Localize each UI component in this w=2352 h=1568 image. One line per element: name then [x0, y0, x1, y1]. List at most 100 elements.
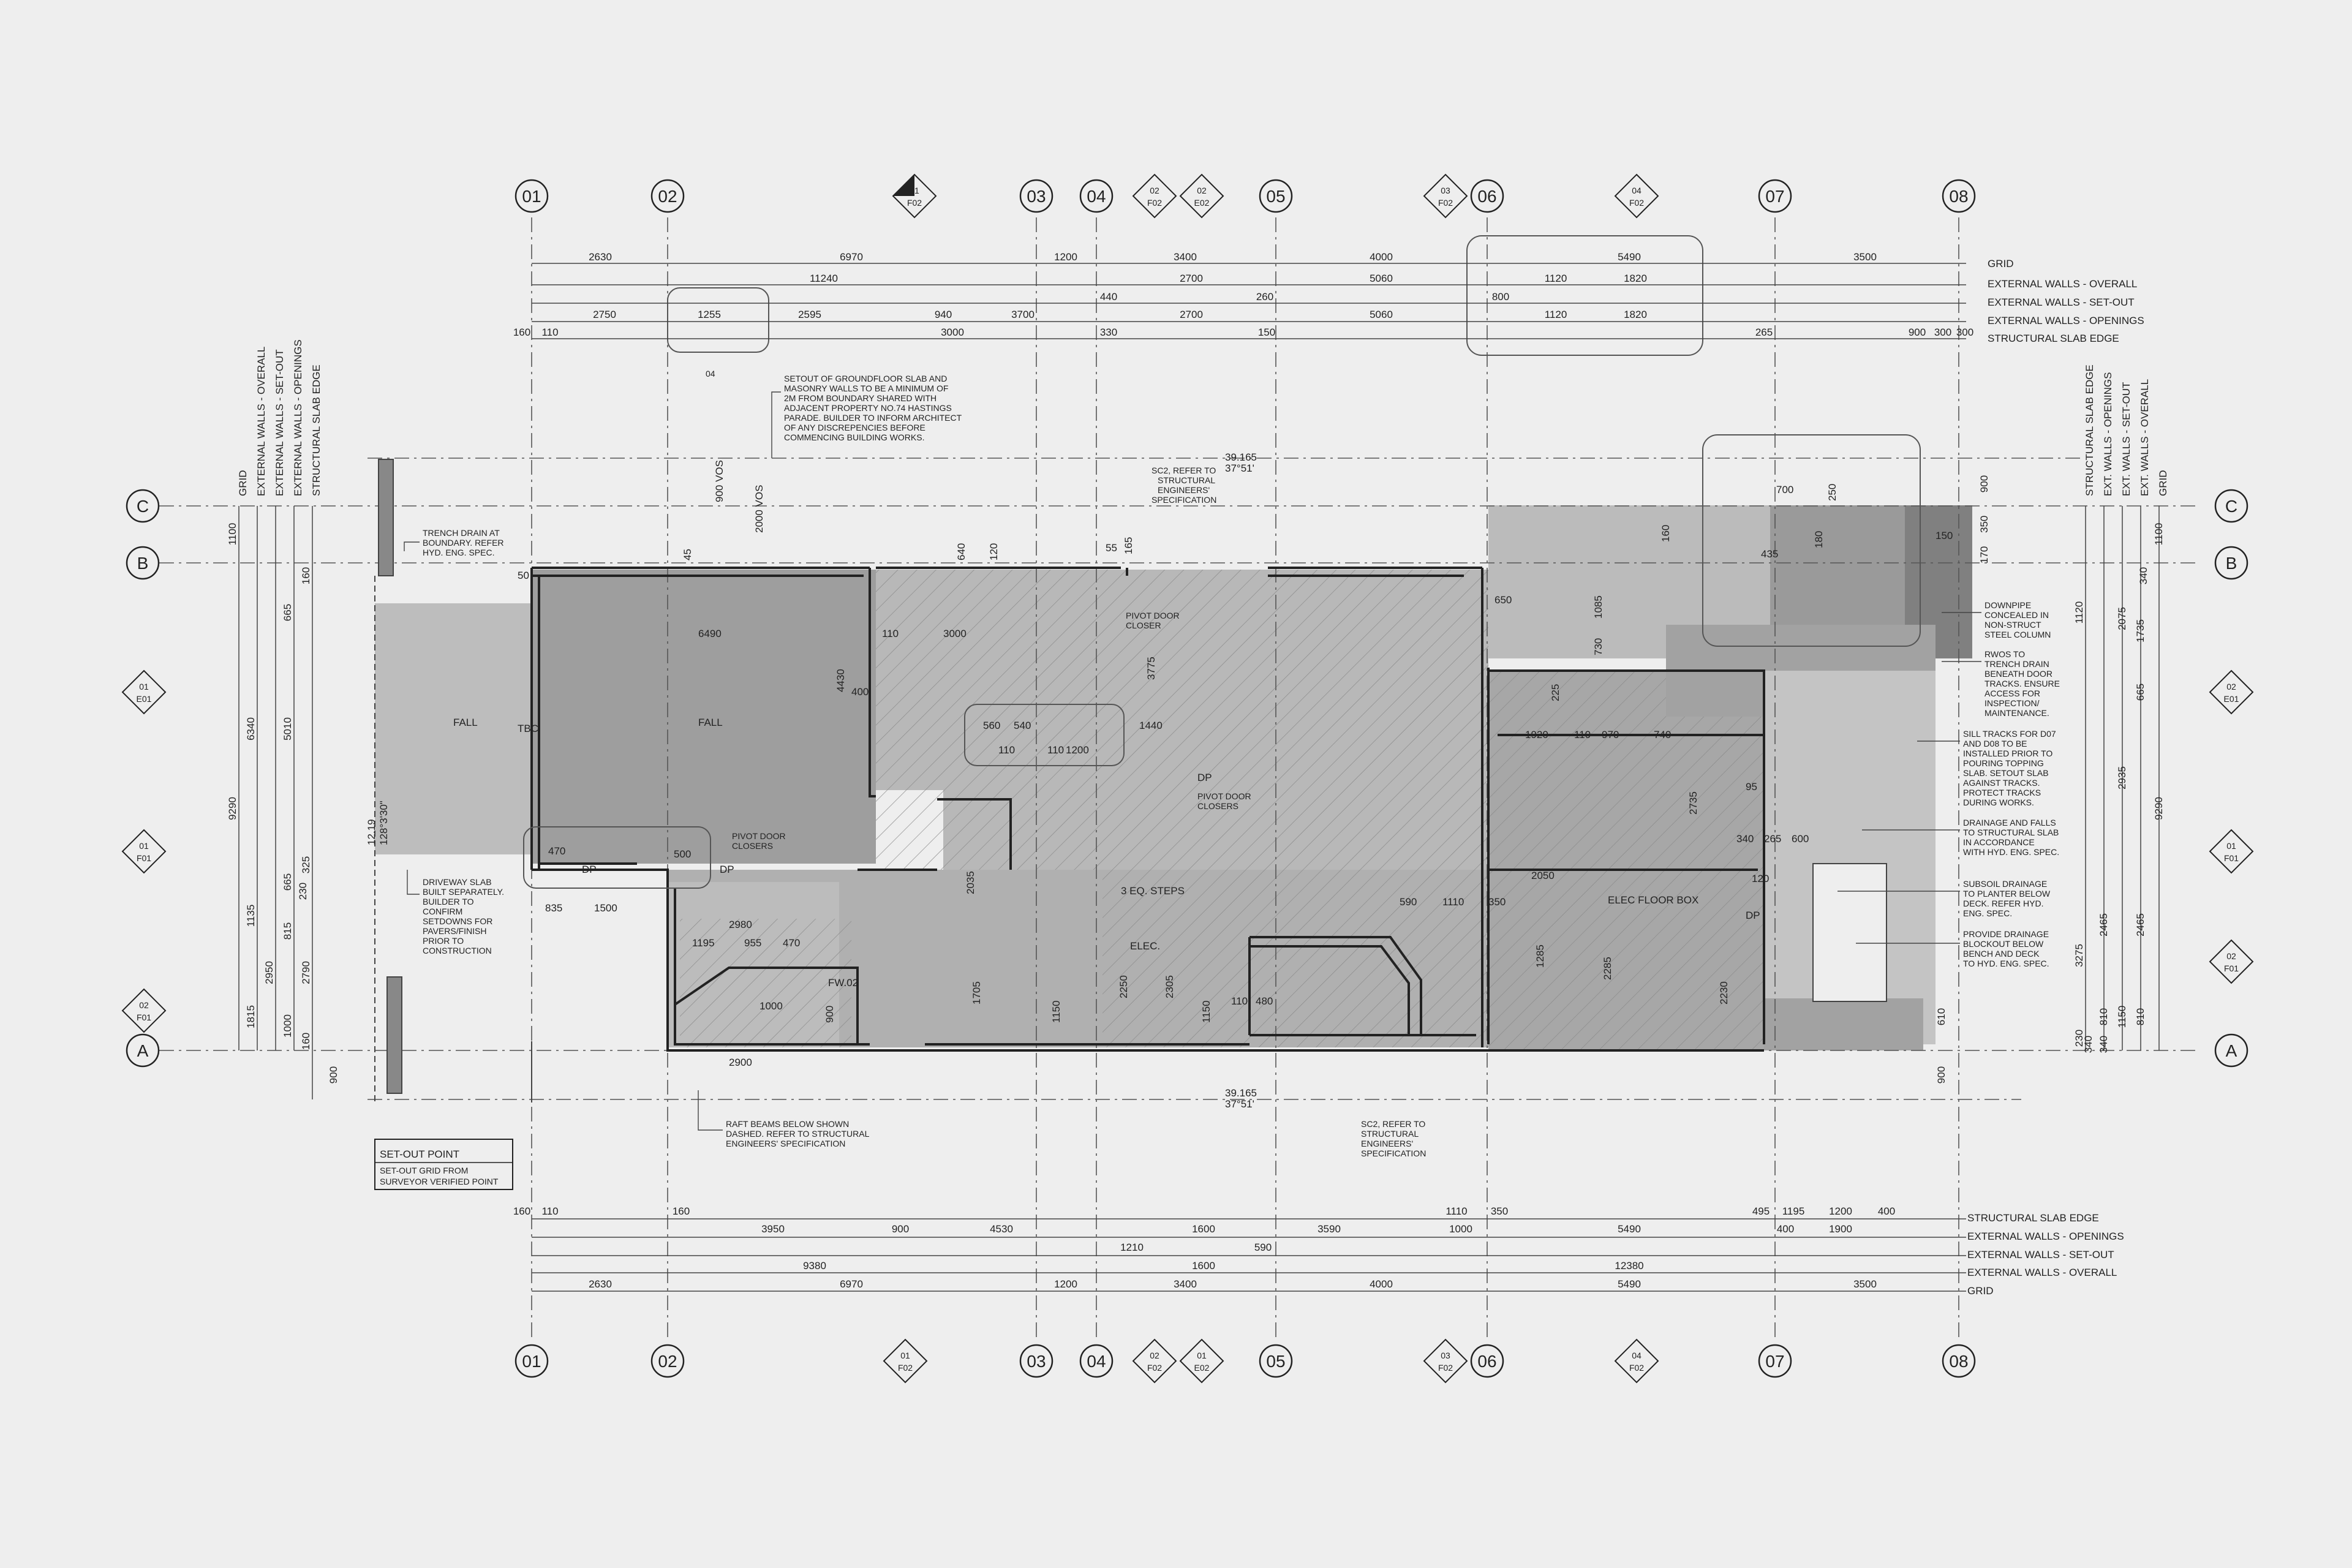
bottom-dimension-labels: STRUCTURAL SLAB EDGE EXTERNAL WALLS - OP…	[1967, 1212, 2124, 1297]
svg-text:02: 02	[1150, 1351, 1159, 1360]
svg-text:ENGINEERS': ENGINEERS'	[1158, 485, 1210, 495]
svg-text:ENGINEERS' SPECIFICATION: ENGINEERS' SPECIFICATION	[726, 1139, 845, 1148]
revision-clouds	[523, 235, 1921, 889]
svg-text:SPECIFICATION: SPECIFICATION	[1152, 495, 1216, 505]
svg-text:NON-STRUCT: NON-STRUCT	[1985, 620, 2041, 630]
svg-text:120: 120	[988, 543, 1000, 560]
svg-text:06: 06	[1477, 1352, 1496, 1371]
svg-text:F01: F01	[2224, 963, 2239, 973]
svg-text:55: 55	[1106, 542, 1117, 554]
svg-text:110: 110	[882, 628, 899, 639]
svg-text:700: 700	[1776, 484, 1793, 496]
svg-text:SLAB. SETOUT SLAB: SLAB. SETOUT SLAB	[1963, 768, 2049, 778]
svg-text:ENGINEERS': ENGINEERS'	[1361, 1139, 1413, 1148]
svg-text:2630: 2630	[589, 1278, 612, 1290]
svg-text:A: A	[2226, 1041, 2237, 1060]
svg-text:E01: E01	[2224, 694, 2239, 704]
svg-text:665: 665	[282, 604, 293, 621]
grid-bubbles: 01 02 03 04 05 06 07 08 01 02 03 04 05 0…	[126, 179, 2248, 1378]
svg-text:900: 900	[892, 1223, 909, 1235]
svg-text:01: 01	[522, 1352, 541, 1371]
svg-text:225: 225	[1550, 684, 1561, 701]
svg-text:2075: 2075	[2116, 607, 2128, 630]
svg-text:BOUNDARY. REFER: BOUNDARY. REFER	[423, 538, 504, 548]
svg-text:610: 610	[1936, 1008, 1947, 1025]
svg-text:SUBSOIL DRAINAGE: SUBSOIL DRAINAGE	[1963, 879, 2047, 889]
svg-text:12.19: 12.19	[366, 819, 377, 845]
svg-text:39.165: 39.165	[1225, 451, 1257, 463]
svg-text:9380: 9380	[803, 1260, 826, 1272]
svg-text:01: 01	[139, 841, 149, 851]
svg-text:37°51': 37°51'	[1225, 462, 1254, 474]
svg-text:180: 180	[1813, 531, 1825, 548]
svg-text:03: 03	[1441, 186, 1450, 195]
svg-text:730: 730	[1593, 638, 1604, 655]
svg-text:160: 160	[300, 567, 312, 584]
right-dimension-labels: STRUCTURAL SLAB EDGE EXT. WALLS - OPENIN…	[2084, 364, 2169, 496]
note-setout-slab: SETOUT OF GROUNDFLOOR SLAB AND MASONRY W…	[784, 374, 962, 442]
svg-text:A: A	[137, 1041, 149, 1060]
svg-text:03: 03	[1441, 1351, 1450, 1360]
svg-text:350: 350	[1978, 516, 1990, 533]
svg-text:5010: 5010	[282, 717, 293, 741]
svg-text:2465: 2465	[2098, 913, 2109, 937]
note-sc2-top: SC2, REFER TO STRUCTURAL ENGINEERS' SPEC…	[1152, 466, 1216, 505]
note-rwos: RWOS TO TRENCH DRAIN BENEATH DOOR TRACKS…	[1985, 649, 2060, 718]
svg-text:1920: 1920	[1525, 729, 1548, 741]
svg-text:2230: 2230	[1718, 981, 1730, 1005]
svg-text:1440: 1440	[1139, 720, 1163, 731]
svg-text:BLOCKOUT BELOW: BLOCKOUT BELOW	[1963, 939, 2044, 949]
svg-text:1200: 1200	[1829, 1205, 1852, 1217]
svg-text:STRUCTURAL SLAB EDGE: STRUCTURAL SLAB EDGE	[2084, 364, 2095, 496]
svg-text:2700: 2700	[1180, 309, 1203, 320]
svg-text:DP: DP	[1746, 910, 1760, 921]
svg-text:3000: 3000	[941, 326, 964, 338]
svg-text:C: C	[137, 497, 149, 516]
svg-text:04: 04	[706, 369, 715, 379]
svg-text:SILL TRACKS FOR D07: SILL TRACKS FOR D07	[1963, 729, 2056, 739]
svg-text:2285: 2285	[1602, 957, 1613, 980]
svg-text:PARADE. BUILDER TO INFORM ARCH: PARADE. BUILDER TO INFORM ARCHITECT	[784, 413, 962, 423]
note-pivot-door-closers-1: PIVOT DOOR CLOSERS	[1197, 791, 1251, 811]
svg-text:940: 940	[935, 309, 952, 320]
svg-text:150: 150	[1258, 326, 1275, 338]
svg-text:1255: 1255	[698, 309, 721, 320]
svg-text:2000 VOS: 2000 VOS	[753, 485, 765, 533]
svg-text:4430: 4430	[835, 669, 846, 692]
svg-text:STRUCTURAL SLAB EDGE: STRUCTURAL SLAB EDGE	[1967, 1212, 2099, 1224]
svg-text:300: 300	[1956, 326, 1973, 338]
svg-text:1705: 1705	[971, 981, 982, 1005]
note-raft-beams: RAFT BEAMS BELOW SHOWN DASHED. REFER TO …	[726, 1119, 870, 1148]
svg-text:2630: 2630	[589, 251, 612, 263]
svg-text:265: 265	[1755, 326, 1773, 338]
svg-text:1600: 1600	[1192, 1223, 1215, 1235]
svg-text:2935: 2935	[2116, 766, 2128, 790]
svg-text:325: 325	[300, 856, 312, 873]
svg-text:PROTECT TRACKS: PROTECT TRACKS	[1963, 788, 2041, 797]
svg-text:08: 08	[1949, 1352, 1968, 1371]
svg-text:1110: 1110	[1442, 896, 1464, 908]
svg-text:480: 480	[1256, 995, 1273, 1007]
plan-annotations: 39.165 37°51' 39.165 37°51' 12.19 128°3'…	[366, 369, 1760, 1110]
svg-text:495: 495	[1752, 1205, 1770, 1217]
svg-text:INSPECTION/: INSPECTION/	[1985, 698, 2040, 708]
svg-text:1735: 1735	[2135, 619, 2146, 643]
svg-text:DOWNPIPE: DOWNPIPE	[1985, 600, 2031, 610]
svg-text:1150: 1150	[1200, 1000, 1212, 1023]
grid-bubble-06-bottom: 06	[1470, 1344, 1504, 1378]
svg-text:110: 110	[541, 1205, 558, 1217]
svg-text:B: B	[2226, 554, 2237, 573]
svg-text:F01: F01	[137, 1012, 151, 1022]
svg-text:340: 340	[2082, 1036, 2094, 1053]
grid-bubble-07-bottom: 07	[1758, 1344, 1792, 1378]
svg-text:110: 110	[1047, 744, 1064, 756]
svg-text:590: 590	[1400, 896, 1417, 908]
svg-text:EXT. WALLS - OPENINGS: EXT. WALLS - OPENINGS	[2102, 372, 2114, 496]
svg-text:2035: 2035	[965, 871, 976, 894]
